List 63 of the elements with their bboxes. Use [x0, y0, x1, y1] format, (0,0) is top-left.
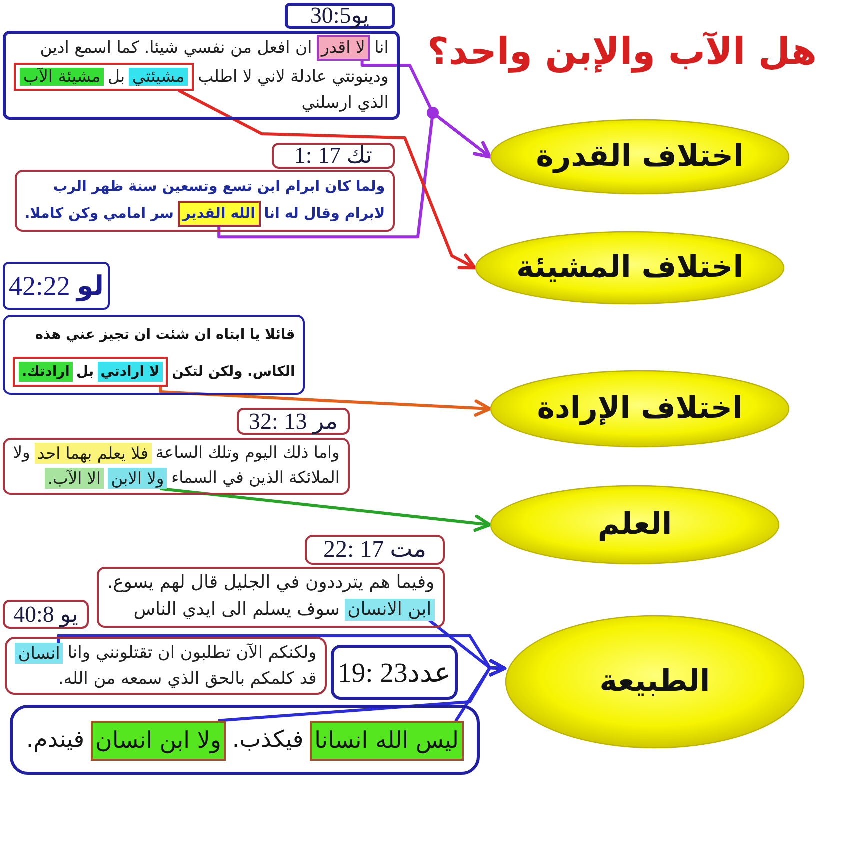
verse-text: ولا	[13, 443, 30, 462]
verse-box	[3, 438, 350, 495]
verse-text: واما ذلك اليوم وتلك الساعة	[156, 443, 340, 462]
verse-box	[97, 567, 445, 628]
highlighted-phrase: فلا يعلم بهما احد	[34, 443, 152, 464]
topic-label: العلم	[598, 507, 672, 543]
arrow	[178, 90, 477, 270]
verse-text: الذي ارسلني	[302, 93, 389, 112]
verse-text: الملائكة الذين في السماء	[171, 468, 340, 487]
verse-box	[3, 315, 305, 395]
verse-box	[10, 705, 480, 775]
topic-label: اختلاف الإرادة	[537, 391, 743, 427]
reference-box: يو30:5	[285, 3, 395, 29]
highlighted-phrase: ابن الانسان	[344, 599, 435, 622]
topic-label: الطبيعة	[600, 664, 710, 700]
reference-box: عدد23 :19	[331, 645, 458, 700]
verse-text: الكاس. ولكن لتكن	[172, 364, 296, 380]
highlighted-phrase: انسان	[15, 642, 64, 664]
arrow	[159, 386, 492, 417]
verse-text: ولما كان ابرام ابن تسع وتسعين سنة ظهر الرب	[53, 179, 386, 195]
topic-label: اختلاف القدرة	[536, 139, 744, 175]
verse-text: قد كلمكم بالحق الذي سمعه من الله.	[58, 668, 317, 688]
reference-box: يو 40:8	[3, 600, 89, 629]
highlighted-phrase: لا اقدر	[316, 35, 370, 62]
topic-ellipse	[505, 615, 805, 749]
highlighted-phrase: ولا ابن انسان	[90, 720, 226, 761]
topic-label: اختلاف المشيئة	[516, 250, 744, 286]
topic-ellipse	[490, 370, 790, 448]
arrow	[160, 488, 492, 532]
highlighted-phrase: الا الآب.	[44, 468, 104, 490]
highlighted-phrase: ارادتك.	[18, 362, 73, 382]
reference-box: تك 17 :1	[272, 143, 395, 169]
verse-text: ان افعل من نفسي شيئا. كما اسمع ادين	[40, 38, 312, 57]
verse-text: ولكنكم الآن تطلبون ان تقتلونني وانا	[68, 642, 317, 662]
topic-ellipse	[475, 231, 785, 305]
topic-ellipse	[490, 119, 790, 195]
verse-text: ودينونتي عادلة لاني لا اطلب	[198, 66, 389, 86]
phrase-frame	[13, 357, 168, 387]
verse-box	[3, 31, 400, 120]
highlighted-phrase: ولا الابن	[108, 468, 168, 490]
verse-text: بل	[108, 67, 126, 86]
title: هل الآب والإبن واحد؟	[427, 30, 817, 74]
arrow	[218, 659, 507, 722]
highlighted-phrase: مشيئة الآب	[20, 68, 104, 86]
topic-ellipse	[490, 485, 780, 565]
verse-text: فيندم.	[26, 727, 85, 753]
verse-text: سوف يسلم الى ايدي الناس	[134, 599, 340, 620]
reference-box: مت 17 :22	[305, 535, 445, 565]
verse-text: بل	[76, 364, 94, 380]
verse-box	[5, 637, 327, 695]
highlighted-phrase: ليس الله انسانا	[310, 720, 464, 761]
verse-text: انا	[374, 38, 389, 57]
highlighted-phrase: الله القدير	[178, 201, 260, 228]
verse-text: وفيما هم يترددون في الجليل قال لهم يسوع.	[107, 572, 435, 593]
highlighted-phrase: لا ارادتي	[98, 362, 163, 382]
verse-text: فيكذب.	[232, 727, 304, 753]
verse-box	[15, 170, 395, 232]
highlighted-phrase: مشيئتي	[129, 68, 188, 86]
verse-text: سر امامي وكن كاملا.	[24, 206, 174, 222]
phrase-frame	[14, 63, 194, 91]
verse-text: قائلا يا ابتاه ان شئت ان تجيز عني هذه	[35, 327, 296, 343]
reference-box: مر 13 :32	[237, 408, 350, 435]
verse-text: لابرام وقال له انا	[264, 206, 386, 222]
